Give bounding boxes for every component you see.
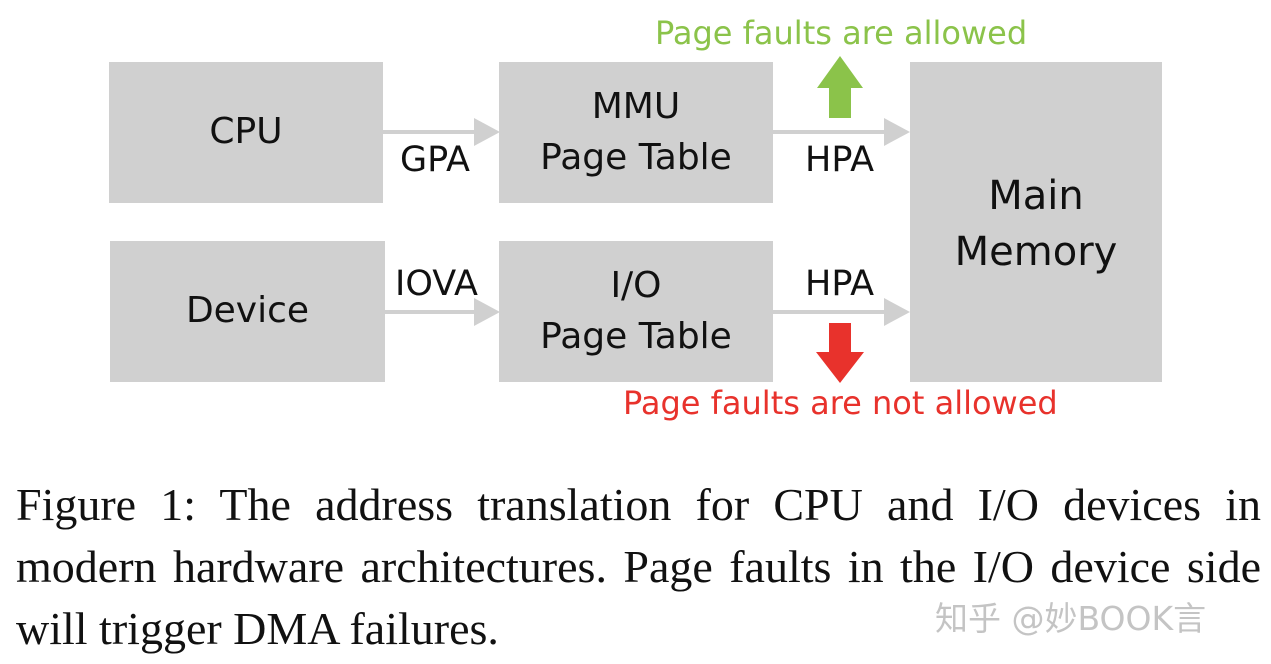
memory-label: Memory <box>954 229 1118 275</box>
watermark: 知乎 @妙BOOK言 <box>935 599 1207 638</box>
mmu-page-table-label: Page Table <box>540 136 732 178</box>
arrow-gpa <box>383 118 500 146</box>
hpa-top-label: HPA <box>805 140 875 180</box>
arrow-hpa-top <box>773 118 910 146</box>
figure-caption: Figure 1: The address translation for CP… <box>16 479 1261 654</box>
iova-label: IOVA <box>395 264 478 304</box>
mmu-label: MMU <box>591 86 681 128</box>
device-box: Device <box>110 241 385 382</box>
io-page-table-box: I/O Page Table <box>499 241 773 382</box>
up-arrow-icon <box>817 56 863 118</box>
down-arrow-icon <box>816 323 864 383</box>
faults-allowed-note: Page faults are allowed <box>655 14 1028 52</box>
arrow-iova <box>385 298 500 326</box>
device-label: Device <box>185 290 310 332</box>
cpu-box: CPU <box>109 62 383 203</box>
io-label: I/O <box>610 265 662 307</box>
faults-not-allowed-note: Page faults are not allowed <box>623 384 1058 422</box>
main-memory-box: Main Memory <box>910 62 1162 382</box>
arrow-hpa-bottom <box>773 298 910 326</box>
gpa-label: GPA <box>400 140 470 180</box>
io-page-table-label: Page Table <box>540 315 732 357</box>
cpu-label: CPU <box>209 111 283 153</box>
mmu-page-table-box: MMU Page Table <box>499 62 773 203</box>
hpa-bottom-label: HPA <box>805 264 875 304</box>
main-label: Main <box>988 173 1084 219</box>
